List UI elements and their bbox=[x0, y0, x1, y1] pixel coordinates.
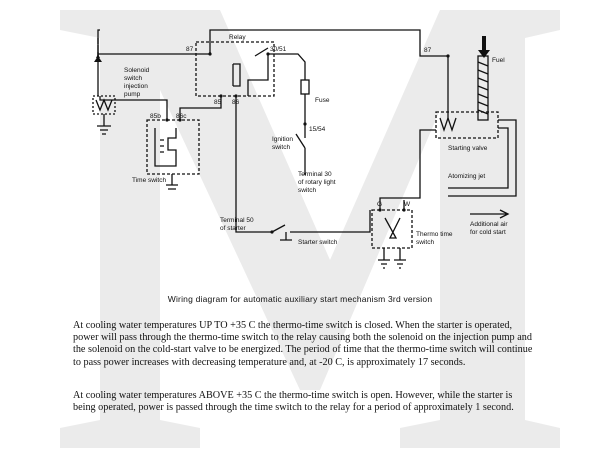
label-86: 86 bbox=[232, 99, 240, 106]
label-terminal30-3: switch bbox=[298, 187, 316, 194]
label-starter-switch: Starter switch bbox=[298, 239, 338, 246]
label-solenoid-3: injection bbox=[124, 83, 148, 90]
thermo-time-switch-box bbox=[371, 209, 413, 249]
wire-85b bbox=[99, 96, 168, 120]
label-terminal50-2: of starter bbox=[220, 225, 246, 232]
label-87-right: 87 bbox=[424, 47, 432, 54]
wire-main-top bbox=[209, 29, 448, 57]
label-thermo-2: switch bbox=[416, 239, 434, 246]
label-additional-air-1: Additional air bbox=[470, 221, 508, 228]
label-relay: Relay bbox=[229, 34, 246, 41]
label-terminal50-1: Terminal 50 bbox=[220, 217, 254, 224]
ground-time bbox=[166, 174, 178, 190]
relay-box bbox=[195, 41, 275, 97]
label-thermo-1: Thermo time bbox=[416, 231, 453, 238]
label-w: W bbox=[404, 201, 411, 208]
time-switch-box bbox=[146, 119, 200, 175]
relay-contact bbox=[247, 47, 269, 96]
paragraph-above-35: At cooling water temperatures ABOVE +35 … bbox=[73, 390, 514, 414]
relay-30-wire bbox=[268, 53, 306, 80]
wiring-diagram: Relay 87 30/51 87 85 86 85b 86c Fuel Sol… bbox=[92, 29, 517, 269]
fuse bbox=[300, 79, 310, 95]
ground-left bbox=[97, 114, 111, 135]
label-additional-air-2: for cold start bbox=[470, 229, 506, 236]
label-30-51: 30/51 bbox=[270, 46, 287, 53]
label-86c: 86c bbox=[176, 113, 187, 120]
wire-86 bbox=[235, 96, 272, 233]
ground-thermo-2 bbox=[394, 248, 406, 269]
label-fuse: Fuse bbox=[315, 97, 330, 104]
paragraph-below-35: At cooling water temperatures UP TO +35 … bbox=[73, 320, 533, 368]
label-solenoid-2: switch bbox=[124, 75, 142, 82]
label-solenoid-4: pump bbox=[124, 91, 141, 98]
label-atomizing-jet: Atomizing jet bbox=[448, 173, 485, 180]
label-85b: 85b bbox=[150, 113, 161, 120]
ignition-switch bbox=[295, 124, 306, 175]
diagram-caption: Wiring diagram for automatic auxiliary s… bbox=[167, 294, 433, 304]
relay-coil bbox=[232, 63, 241, 87]
label-solenoid-1: Solenoid bbox=[124, 67, 150, 74]
label-fuel: Fuel bbox=[492, 57, 505, 64]
ground-starter bbox=[280, 232, 292, 241]
label-g: G bbox=[377, 201, 382, 208]
starting-valve-box bbox=[435, 111, 499, 139]
starter-switch bbox=[271, 224, 305, 233]
label-ignition-1: Ignition bbox=[272, 136, 293, 143]
ground-thermo-1 bbox=[378, 248, 390, 269]
label-85: 85 bbox=[214, 99, 222, 106]
label-time-switch: Time switch bbox=[132, 177, 166, 184]
label-ignition-2: switch bbox=[272, 144, 290, 151]
label-starting-valve: Starting valve bbox=[448, 145, 488, 152]
atomizing-jet bbox=[448, 119, 517, 197]
label-terminal30-2: of rotary light bbox=[298, 179, 336, 186]
wire-85 bbox=[179, 96, 222, 120]
label-15-54: 15/54 bbox=[309, 126, 326, 133]
label-terminal30-1: Terminal 30 bbox=[298, 171, 332, 178]
label-87-left: 87 bbox=[186, 46, 194, 53]
